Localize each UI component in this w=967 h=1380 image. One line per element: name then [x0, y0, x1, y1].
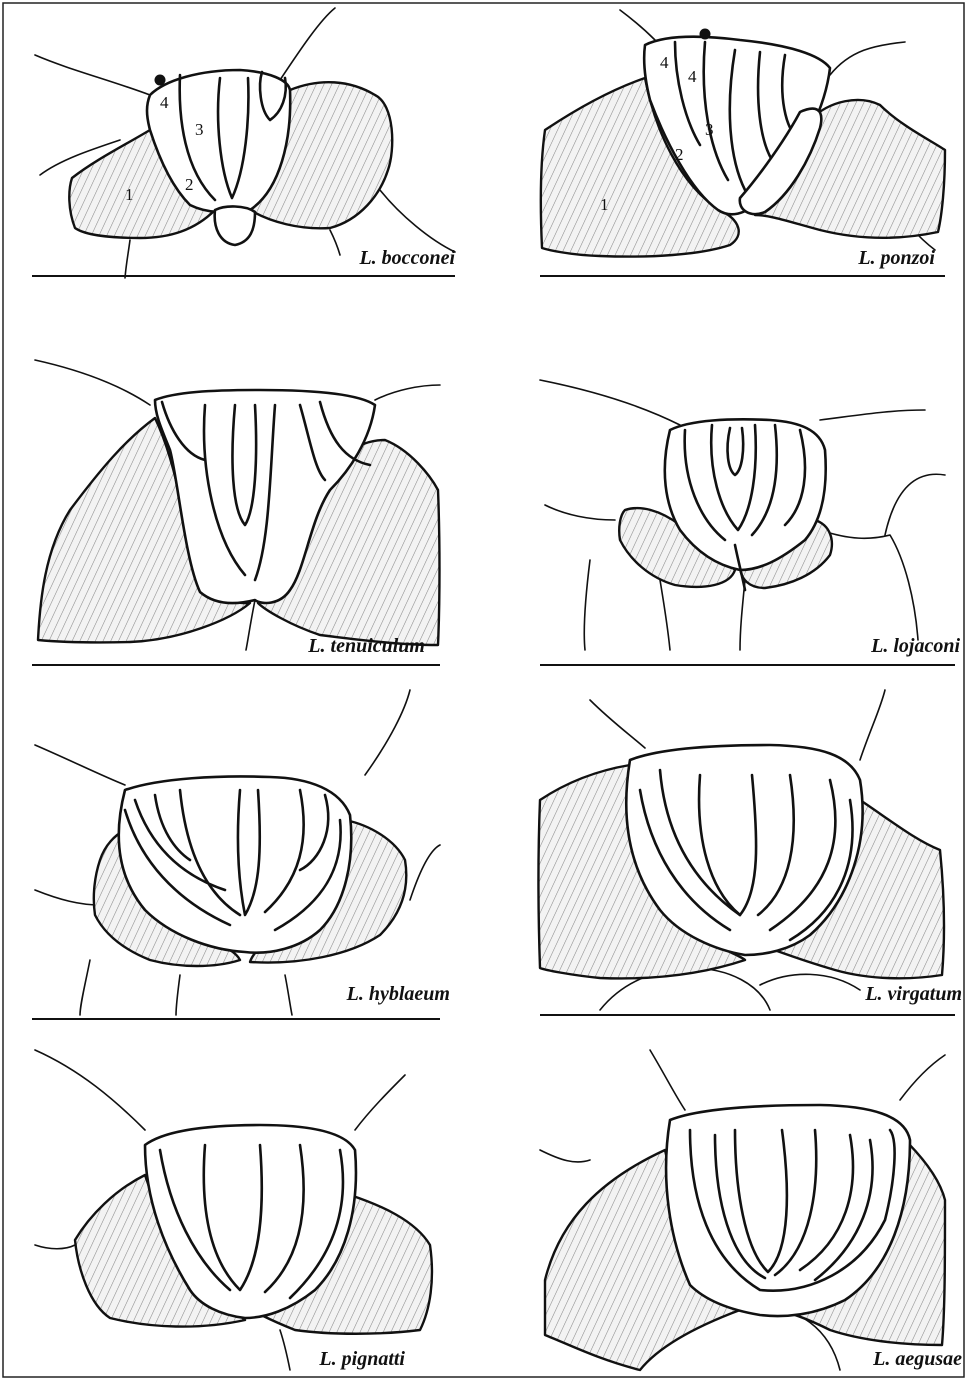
number-1: 1 [125, 185, 134, 204]
panel-tenuiculum: L. tenuiculum [32, 360, 440, 665]
marker-dot [155, 75, 166, 86]
panel-virgatum: L. virgatum [539, 690, 963, 1015]
species-label: L. hyblaeum [346, 983, 450, 1005]
panel-lojaconi: L. lojaconi [540, 380, 960, 665]
number-3: 3 [195, 120, 204, 139]
species-label: L. lojaconi [870, 635, 960, 657]
panel-pignatti: L. pignatti [35, 1050, 432, 1370]
species-label: L. tenuiculum [307, 635, 425, 657]
number-1: 1 [600, 195, 609, 214]
panel-hyblaeum: L. hyblaeum [32, 690, 450, 1019]
number-2: 2 [185, 175, 194, 194]
species-label: L. ponzoi [857, 247, 935, 269]
panel-ponzoi: 1 2 3 4 4 L. ponzoi [540, 10, 945, 276]
marker-dot [700, 29, 711, 40]
number-4: 4 [160, 93, 169, 112]
panel-bocconei: 1 2 3 4 L. bocconei [32, 8, 455, 278]
number-4a: 4 [660, 53, 669, 72]
species-label: L. pignatti [318, 1348, 405, 1370]
number-2: 2 [675, 145, 684, 164]
panel-aegusae: L. aegusae [540, 1050, 962, 1370]
number-3: 3 [705, 120, 714, 139]
number-4b: 4 [688, 67, 697, 86]
species-label: L. bocconei [358, 247, 455, 269]
species-label: L. virgatum [864, 983, 962, 1005]
species-label: L. aegusae [872, 1348, 962, 1370]
